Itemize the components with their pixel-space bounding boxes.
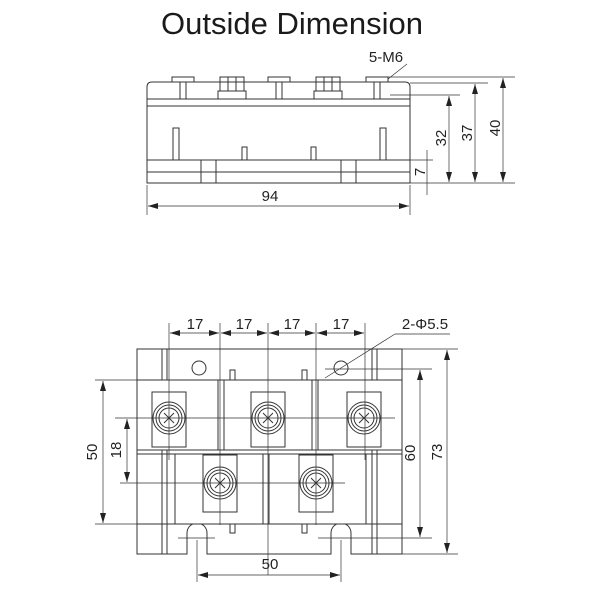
pitch-1: 17 xyxy=(187,316,204,333)
pitch-2: 17 xyxy=(236,316,253,333)
dim-height-73: 73 xyxy=(429,444,446,461)
dim-height-50: 50 xyxy=(84,444,101,461)
dim-hole-spacing-50: 50 xyxy=(262,556,279,573)
mount-hole xyxy=(333,360,349,376)
hole-label: 2-Φ5.5 xyxy=(402,316,448,333)
mount-hole xyxy=(191,360,207,376)
dim-base-7: 7 xyxy=(412,168,429,176)
pitch-4: 17 xyxy=(333,316,350,333)
dim-height-40: 40 xyxy=(487,120,504,137)
diagram-title: Outside Dimension xyxy=(161,6,423,41)
dim-height-32: 32 xyxy=(433,130,450,147)
top-view: 17 17 17 17 2-Φ5.5 50 18 60 73 50 xyxy=(84,316,458,582)
bolt-small xyxy=(171,76,389,100)
dim-offset-18: 18 xyxy=(108,442,125,459)
bolt-large xyxy=(217,76,343,100)
dim-height-37: 37 xyxy=(459,125,476,142)
dim-height-60: 60 xyxy=(402,445,419,462)
dim-width-94: 94 xyxy=(262,188,279,205)
thread-label: 5-M6 xyxy=(369,49,403,66)
side-view: 94 7 32 37 40 5-M6 xyxy=(146,49,515,215)
pitch-3: 17 xyxy=(284,316,301,333)
